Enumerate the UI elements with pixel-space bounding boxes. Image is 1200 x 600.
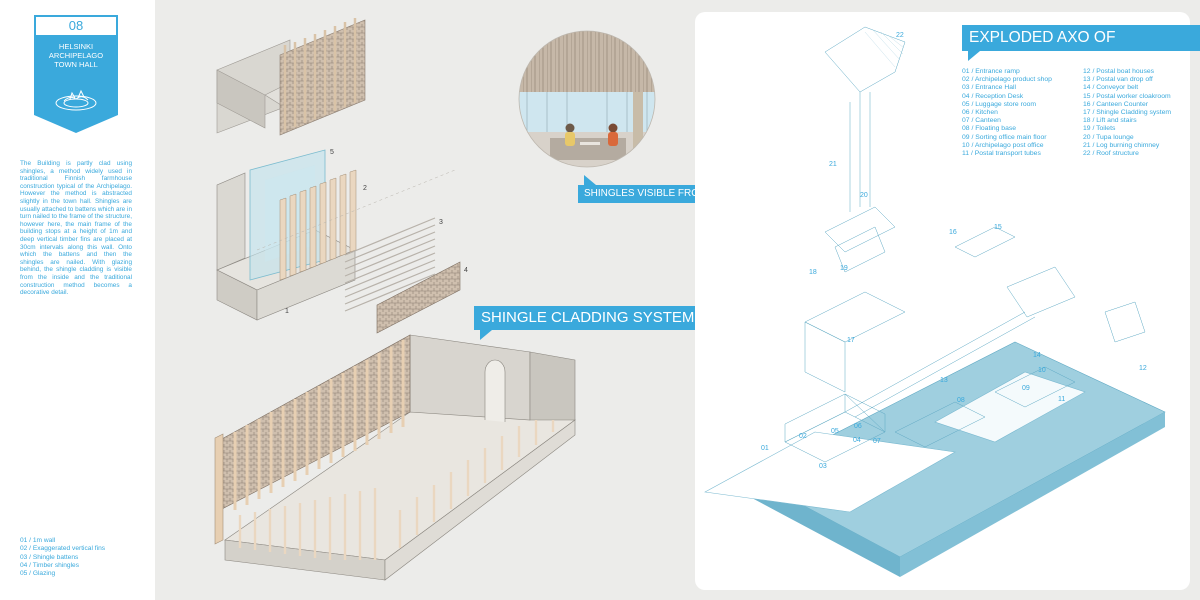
axo-label-07: 07 bbox=[873, 438, 881, 445]
axo-legend-item: 10 / Archipelago post office bbox=[962, 141, 1044, 149]
axo-label-11: 11 bbox=[1058, 396, 1065, 403]
axo-legend-column-1: 01 / Entrance ramp 02 / Archipelago prod… bbox=[962, 68, 1052, 158]
axo-label-03: 03 bbox=[819, 463, 827, 470]
axo-label-04: 04 bbox=[853, 437, 861, 444]
cladding-drawings: 1 2 3 4 5 bbox=[155, 0, 695, 600]
callout-cladding-system: SHINGLE CLADDING SYSTEM bbox=[474, 306, 702, 340]
axo-label-02: 02 bbox=[799, 433, 807, 440]
axo-legend-item: 09 / Sorting office main floor bbox=[962, 133, 1047, 141]
axo-label-22: 22 bbox=[896, 32, 904, 39]
roof-hatch bbox=[864, 29, 905, 68]
axo-legend-item: 19 / Toilets bbox=[1083, 125, 1116, 133]
axo-label-08: 08 bbox=[957, 397, 965, 404]
axo-legend-item: 18 / Lift and stairs bbox=[1083, 117, 1137, 125]
axo-legend-item: 13 / Postal van drop off bbox=[1083, 76, 1153, 84]
callout-axo-title: EXPLODED AXO OF CLUBHOUSE bbox=[962, 25, 1200, 72]
axo-legend-item: 21 / Log burning chimney bbox=[1083, 141, 1160, 149]
callout-tail bbox=[968, 51, 980, 61]
axo-legend-item: 20 / Tupa lounge bbox=[1083, 133, 1134, 141]
axo-label-17: 17 bbox=[847, 337, 855, 344]
title-line-1: HELSINKI bbox=[58, 42, 94, 51]
sidebar: 08 HELSINKI ARCHIPELAGO TOWN HALL The Bu… bbox=[0, 0, 155, 600]
axo-label-16: 16 bbox=[949, 229, 957, 236]
axo-legend-item: 02 / Archipelago product shop bbox=[962, 76, 1052, 84]
archipelago-island-icon bbox=[55, 89, 97, 111]
axo-legend-item: 08 / Floating base bbox=[962, 125, 1017, 133]
exploded-cladding-assembly: 1 2 3 4 5 bbox=[216, 149, 468, 334]
axo-label-12: 12 bbox=[1139, 365, 1147, 372]
axo-legend-item: 07 / Canteen bbox=[962, 117, 1001, 125]
axo-legend-item: 06 / Kitchen bbox=[962, 109, 998, 117]
legend-item: 05 / Glazing bbox=[20, 570, 56, 578]
axo-label-10: 10 bbox=[1038, 367, 1046, 374]
axo-label-21: 21 bbox=[829, 161, 837, 168]
timber-shingles bbox=[376, 261, 461, 334]
vertical-fins bbox=[233, 340, 405, 510]
axo-legend-item: 16 / Canteen Counter bbox=[1083, 100, 1148, 108]
exploded-axo-drawing: 22 21 20 19 18 17 16 15 14 13 12 11 10 0… bbox=[704, 26, 1166, 577]
axo-linework bbox=[784, 26, 1146, 463]
axo-legend-item: 05 / Luggage store room bbox=[962, 100, 1037, 108]
banner-title: HELSINKI ARCHIPELAGO TOWN HALL bbox=[34, 42, 118, 69]
axo-legend-item: 17 / Shingle Cladding system bbox=[1083, 109, 1172, 117]
axo-label-09: 09 bbox=[1022, 385, 1030, 392]
label-4: 4 bbox=[464, 267, 468, 274]
cladding-illustration: 1 2 3 4 5 bbox=[214, 18, 656, 581]
legend-item: 03 / Shingle battens bbox=[20, 553, 79, 561]
interior-vignette bbox=[518, 30, 656, 168]
axo-label-20: 20 bbox=[860, 192, 868, 199]
description-text: The Building is partly clad using shingl… bbox=[20, 160, 132, 297]
legend-item: 02 / Exaggerated vertical fins bbox=[20, 545, 106, 553]
axo-legend-item: 11 / Postal transport tubes bbox=[962, 150, 1041, 158]
axo-legend-item: 12 / Postal boat houses bbox=[1083, 68, 1155, 75]
axo-legend-column-2: 12 / Postal boat houses 13 / Postal van … bbox=[1083, 68, 1171, 158]
legend-item: 04 / Timber shingles bbox=[20, 561, 80, 569]
title-banner: 08 HELSINKI ARCHIPELAGO TOWN HALL bbox=[34, 15, 118, 133]
axo-label-06: 06 bbox=[854, 423, 862, 430]
legend-item: 01 / 1m wall bbox=[20, 537, 56, 544]
axo-legend-item: 03 / Entrance Hall bbox=[962, 84, 1017, 92]
shingle-wall-model bbox=[216, 18, 366, 136]
axo-legend-item: 15 / Postal worker cloakroom bbox=[1083, 92, 1171, 100]
axo-label-13: 13 bbox=[940, 377, 948, 384]
shingle-battens bbox=[344, 217, 436, 312]
axo-legend-item: 22 / Roof structure bbox=[1083, 150, 1139, 158]
axo-legend-item: 14 / Conveyor belt bbox=[1083, 84, 1139, 92]
cladding-legend: 01 / 1m wall 02 / Exaggerated vertical f… bbox=[20, 537, 105, 578]
title-line-2: ARCHIPELAGO bbox=[48, 51, 104, 60]
axo-label-05: 05 bbox=[831, 428, 839, 435]
callout-shingles-text: SHINGLES VISIBLE FROM INTERIOR bbox=[584, 188, 758, 199]
axo-label-18: 18 bbox=[809, 269, 817, 276]
axo-title: EXPLODED AXO OF CLUBHOUSE bbox=[969, 29, 1116, 72]
axo-label-15: 15 bbox=[994, 224, 1002, 231]
axo-label-14: 14 bbox=[1033, 352, 1041, 359]
title-line-3: TOWN HALL bbox=[54, 60, 98, 69]
timber-fins bbox=[279, 169, 357, 281]
label-5: 5 bbox=[330, 149, 334, 156]
label-1: 1 bbox=[285, 308, 289, 315]
label-3: 3 bbox=[439, 219, 443, 226]
front-fins bbox=[238, 420, 555, 560]
callout-system-text: SHINGLE CLADDING SYSTEM bbox=[481, 309, 695, 326]
axo-label-19: 19 bbox=[840, 265, 848, 272]
room-perspective bbox=[214, 334, 576, 581]
callout-tail bbox=[480, 330, 492, 340]
label-2: 2 bbox=[363, 185, 367, 192]
badge-number: 08 bbox=[34, 15, 118, 37]
axo-legend-item: 01 / Entrance ramp bbox=[962, 68, 1020, 75]
axo-label-01: 01 bbox=[761, 445, 769, 452]
axo-legend-item: 04 / Reception Desk bbox=[962, 92, 1024, 100]
callout-tail bbox=[584, 175, 596, 185]
banner-flag bbox=[34, 37, 118, 133]
axo-panel: 22 21 20 19 18 17 16 15 14 13 12 11 10 0… bbox=[695, 12, 1190, 590]
